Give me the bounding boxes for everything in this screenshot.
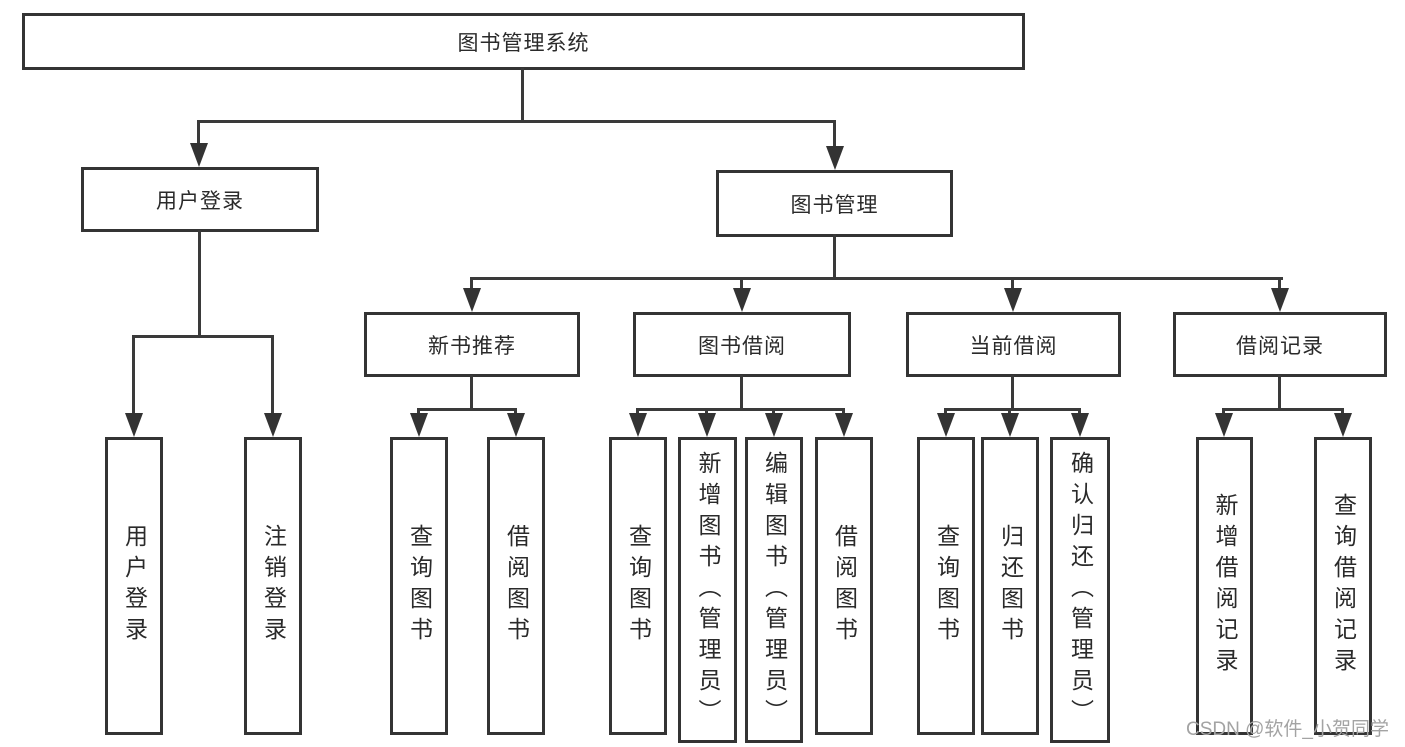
arrow-down-icon [1001,413,1019,437]
node-user-login: 用户登录 [81,167,319,232]
leaf-newbook-borrow-books: 借阅图书 [487,437,545,735]
connector-line [833,120,836,149]
connector-line [944,408,1081,411]
connector-line [470,277,1283,280]
connector-line [1011,375,1014,410]
node-borrowing-records: 借阅记录 [1173,312,1387,377]
arrow-down-icon [698,413,716,437]
connector-line [1078,408,1081,416]
arrow-down-icon [937,413,955,437]
connector-line [271,335,274,416]
arrow-down-icon [835,413,853,437]
leaf-current-query-books: 查询图书 [917,437,975,735]
connector-line [132,335,135,416]
connector-line [636,408,639,416]
node-book-borrowing: 图书借阅 [633,312,851,377]
watermark: CSDN @软件_小贺同学 [1186,719,1389,740]
connector-line [521,68,524,122]
leaf-newbook-query-books: 查询图书 [390,437,448,735]
leaf-borrow-add-books-admin: 新增图书（管理员） [678,437,737,743]
connector-line [705,408,708,416]
arrow-down-icon [1215,413,1233,437]
arrow-down-icon [125,413,143,437]
arrow-down-icon [826,146,844,170]
arrow-down-icon [733,288,751,312]
connector-line [1222,408,1344,411]
connector-line [833,234,836,279]
connector-line [417,408,420,416]
node-new-book-recommend: 新书推荐 [364,312,580,377]
arrow-down-icon [507,413,525,437]
arrow-down-icon [1271,288,1289,312]
connector-line [1278,375,1281,410]
leaf-logout: 注销登录 [244,437,302,735]
leaf-user-login: 用户登录 [105,437,163,735]
leaf-borrow-borrow-books: 借阅图书 [815,437,873,735]
connector-line [470,277,473,291]
connector-line [842,408,845,416]
leaf-records-query-record: 查询借阅记录 [1314,437,1372,735]
connector-line [1278,277,1281,291]
arrow-down-icon [264,413,282,437]
leaf-current-confirm-return-admin: 确认归还（管理员） [1050,437,1110,743]
connector-line [1008,408,1011,416]
arrow-down-icon [410,413,428,437]
arrow-down-icon [1071,413,1089,437]
arrow-down-icon [765,413,783,437]
connector-line [514,408,517,416]
connector-line [740,277,743,291]
arrow-down-icon [463,288,481,312]
connector-line [740,375,743,410]
leaf-borrow-query-books: 查询图书 [609,437,667,735]
arrow-down-icon [190,143,208,167]
connector-line [1222,408,1225,416]
connector-line [197,120,836,123]
connector-line [772,408,775,416]
leaf-borrow-edit-books-admin: 编辑图书（管理员） [745,437,803,743]
arrow-down-icon [629,413,647,437]
connector-line [470,375,473,410]
connector-line [1011,277,1014,291]
arrow-down-icon [1004,288,1022,312]
node-current-borrowing: 当前借阅 [906,312,1121,377]
node-book-management: 图书管理 [716,170,953,237]
node-library-system: 图书管理系统 [22,13,1025,70]
connector-line [132,335,274,338]
connector-line [198,230,201,337]
connector-line [417,408,517,411]
arrow-down-icon [1334,413,1352,437]
connector-line [636,408,845,411]
connector-line [1341,408,1344,416]
leaf-current-return-books: 归还图书 [981,437,1039,735]
leaf-records-add-record: 新增借阅记录 [1196,437,1253,735]
connector-line [944,408,947,416]
connector-line [197,120,200,146]
